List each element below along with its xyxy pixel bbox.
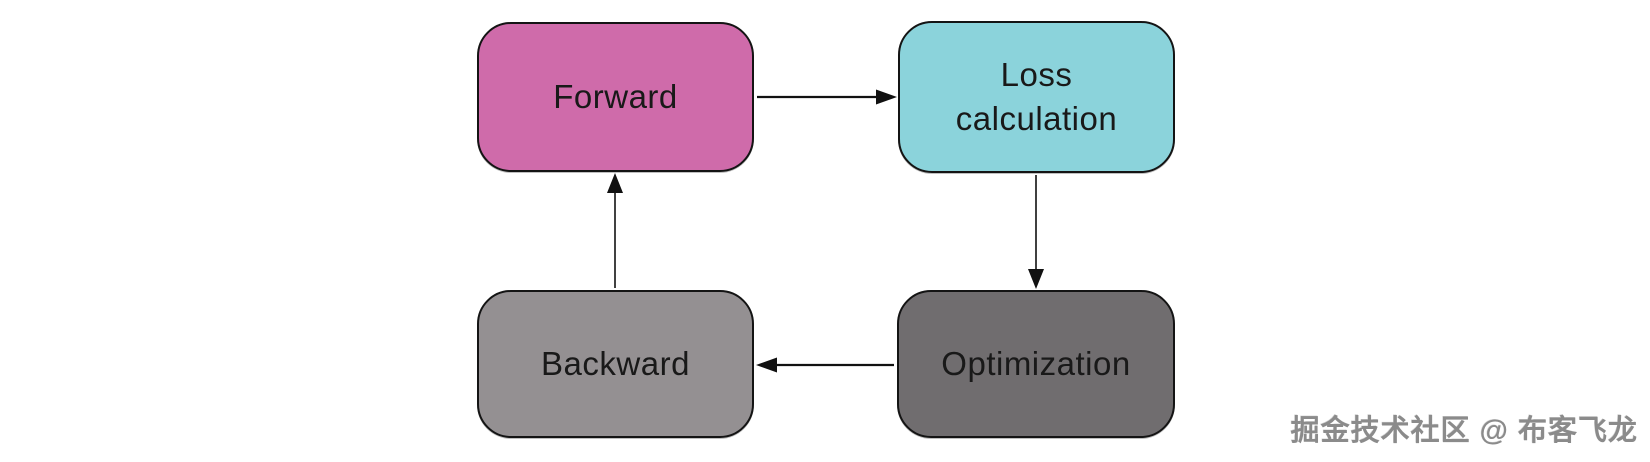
node-label: Optimization — [941, 345, 1131, 383]
arrow-backward-to-forward — [607, 173, 623, 288]
arrow-forward-to-loss-calculation — [757, 89, 897, 105]
arrow-optimization-to-backward — [756, 357, 894, 373]
edge-arrowhead — [1028, 269, 1044, 289]
node-label: Loss calculation — [955, 56, 1118, 137]
edge-arrowhead — [607, 173, 623, 193]
node-label: Backward — [541, 345, 690, 383]
node-forward: Forward — [477, 22, 754, 172]
arrow-loss-calculation-to-optimization — [1028, 175, 1044, 289]
node-label: Forward — [553, 78, 678, 116]
watermark: 掘金技术社区 @ 布客飞龙 — [1290, 415, 1638, 447]
edge-arrowhead — [876, 89, 897, 105]
node-loss-calculation: Loss calculation — [898, 21, 1175, 173]
node-optimization: Optimization — [897, 290, 1175, 438]
edge-arrowhead — [756, 357, 777, 373]
node-backward: Backward — [477, 290, 754, 438]
